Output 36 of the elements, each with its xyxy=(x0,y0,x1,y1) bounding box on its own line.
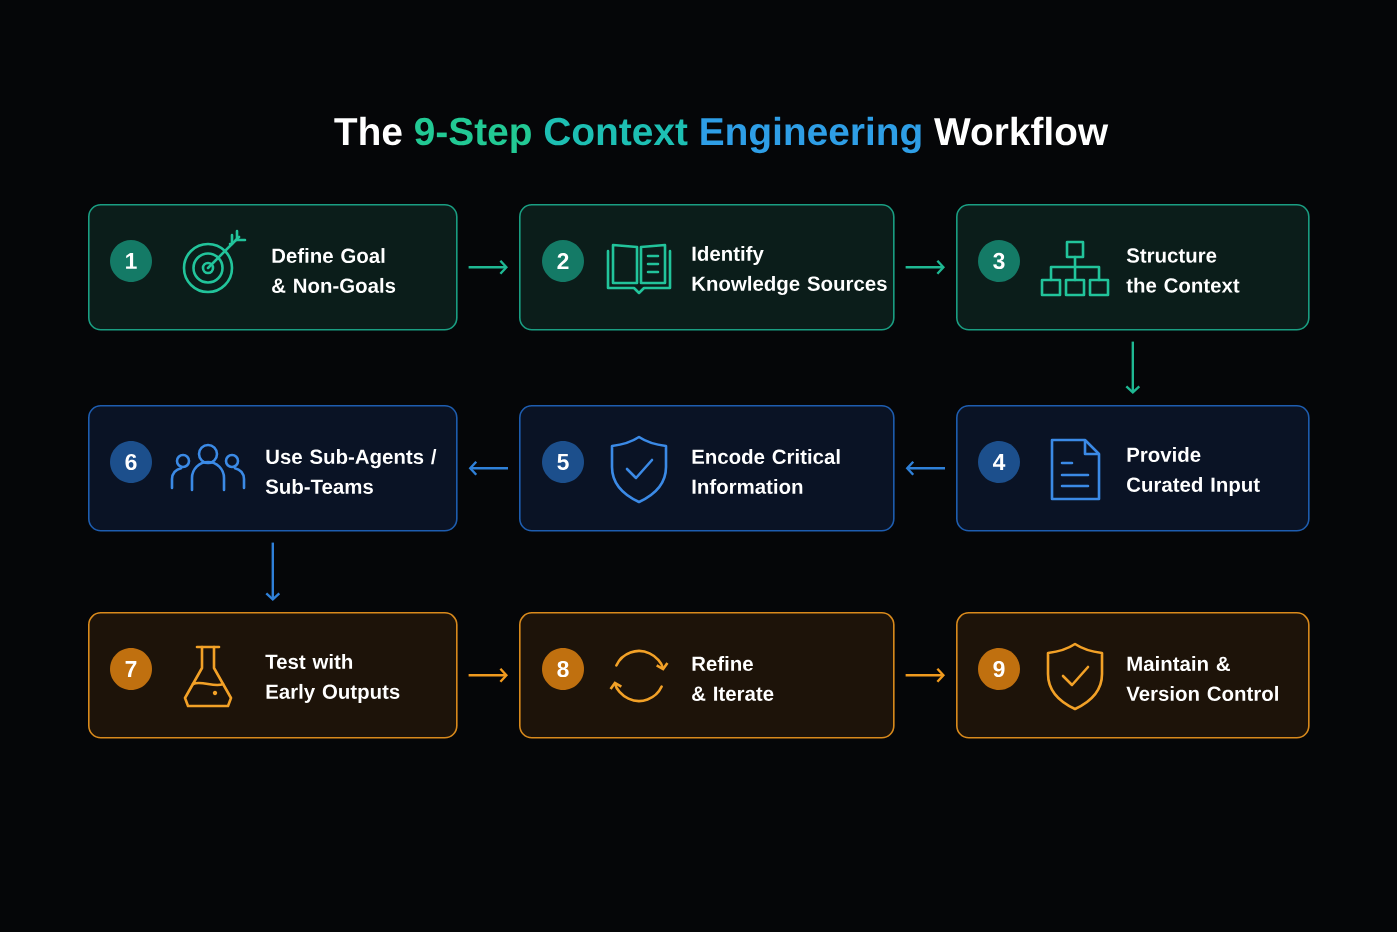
arrow xyxy=(468,259,508,275)
arrow xyxy=(468,460,508,476)
arrow xyxy=(905,259,945,275)
title: The 9-Step Context Engineering Workflow xyxy=(334,116,1109,154)
step-box xyxy=(519,405,895,532)
step-number: 1 xyxy=(110,240,152,282)
step-label: Use Sub-Agents / Sub-Teams xyxy=(265,449,437,494)
step-box xyxy=(519,612,895,739)
step-label: Test with Early Outputs xyxy=(265,654,400,703)
step-number: 9 xyxy=(978,648,1020,690)
arrow xyxy=(905,668,945,683)
arrow xyxy=(468,668,508,683)
arrow xyxy=(1125,341,1141,394)
arrow xyxy=(265,542,281,601)
step-label: Refine & Iterate xyxy=(692,656,774,701)
step-label: Encode Critical Information xyxy=(692,449,840,494)
step-box xyxy=(956,612,1310,739)
step-number: 5 xyxy=(542,441,584,483)
step-box xyxy=(88,405,458,532)
step-box xyxy=(88,612,458,739)
step-number: 4 xyxy=(978,441,1020,483)
step-number: 8 xyxy=(542,648,584,690)
step-label: Maintain & Version Control xyxy=(1126,656,1278,701)
step-label: Identify Knowledge Sources xyxy=(692,246,887,295)
step-box xyxy=(519,204,895,331)
arrow xyxy=(905,460,945,476)
step-label: Provide Curated Input xyxy=(1127,447,1260,496)
step-box xyxy=(88,204,458,331)
step-number: 6 xyxy=(110,441,152,483)
step-number: 3 xyxy=(978,240,1020,282)
step-box xyxy=(956,204,1310,331)
step-number: 7 xyxy=(110,648,152,690)
step-label: Define Goal & Non-Goals xyxy=(272,248,396,293)
step-label: Structure the Context xyxy=(1126,248,1240,293)
step-number: 2 xyxy=(542,240,584,282)
step-box xyxy=(956,405,1310,532)
